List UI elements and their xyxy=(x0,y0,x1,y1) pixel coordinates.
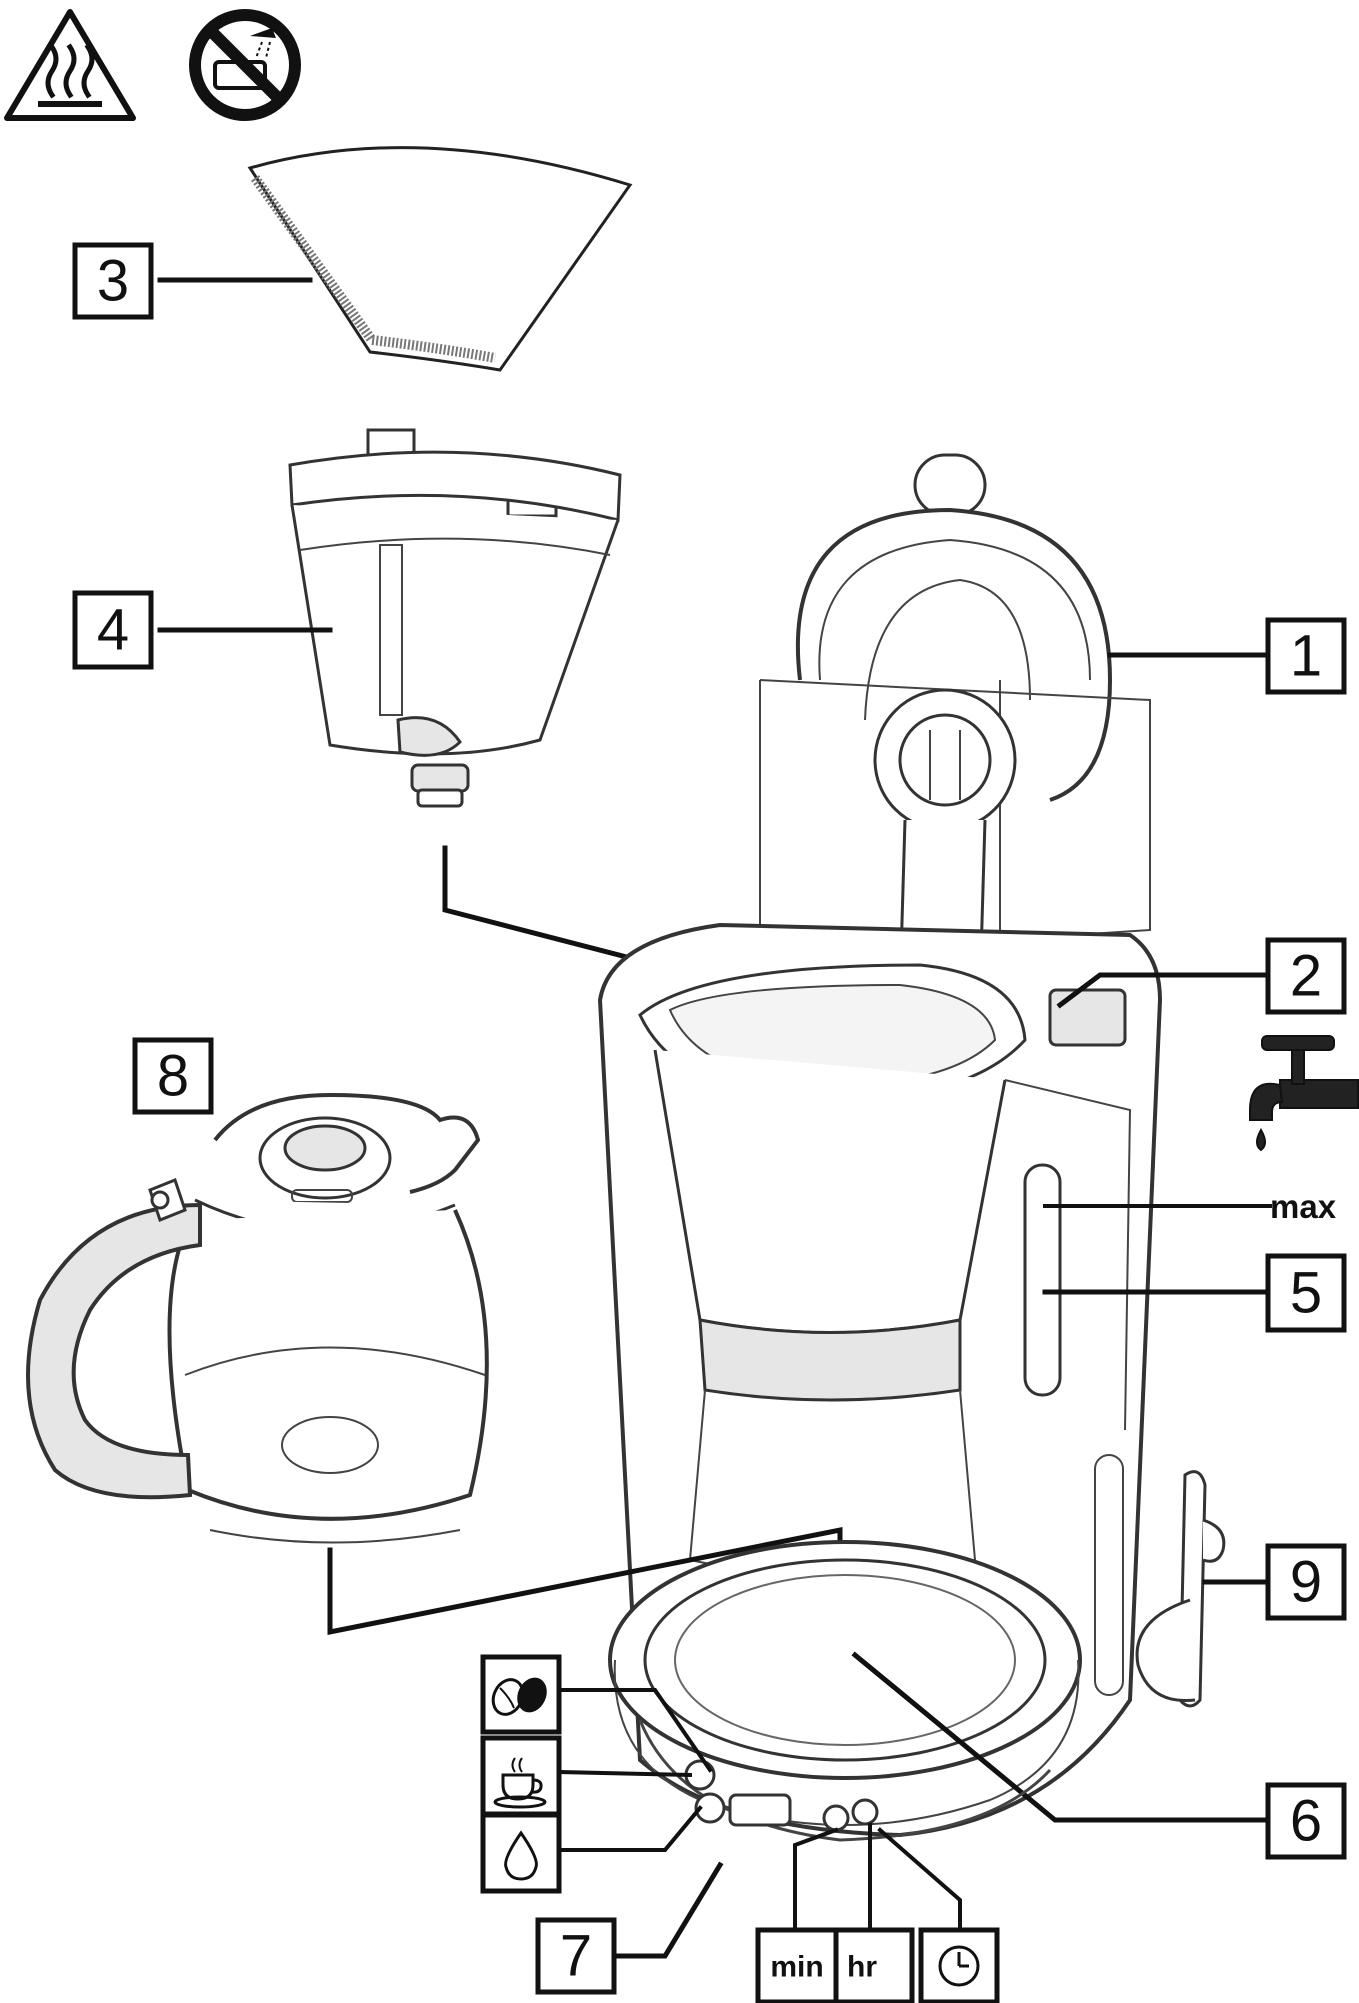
callout-7-number: 7 xyxy=(560,1924,592,1989)
coffee-cup-icon xyxy=(493,1757,547,1809)
callout-2: 2 xyxy=(1265,937,1347,1015)
callout-1: 1 xyxy=(1265,617,1347,695)
callout-7: 7 xyxy=(535,1917,617,1995)
callout-9: 9 xyxy=(1265,1543,1347,1621)
paper-filter xyxy=(247,146,633,372)
hr-label: hr xyxy=(847,1951,877,1984)
hot-surface-warning-icon xyxy=(4,9,136,121)
callout-4-number: 4 xyxy=(97,598,129,663)
callout-leader-7 xyxy=(612,1861,724,1959)
callout-4: 4 xyxy=(72,590,154,670)
water-tap-icon xyxy=(1249,1035,1359,1152)
callout-5-number: 5 xyxy=(1290,1261,1322,1326)
max-label: max xyxy=(1270,1188,1337,1225)
callout-6: 6 xyxy=(1265,1782,1347,1860)
callout-leader-2 xyxy=(1056,972,1273,1009)
water-drop-icon xyxy=(504,1830,538,1881)
drop-leader xyxy=(558,1805,703,1852)
do-not-immerse-icon xyxy=(189,9,301,121)
callout-2-number: 2 xyxy=(1290,944,1322,1009)
callout-9-number: 9 xyxy=(1290,1550,1322,1615)
clock-button-box xyxy=(918,1927,1000,2003)
callout-8: 8 xyxy=(132,1037,214,1115)
callout-1-number: 1 xyxy=(1290,624,1322,689)
clock-leader xyxy=(877,1827,962,1932)
beans-leader xyxy=(558,1688,713,1773)
callout-leader-6 xyxy=(851,1651,1273,1823)
callout-6-number: 6 xyxy=(1290,1789,1322,1854)
lid xyxy=(759,453,1151,992)
hr-button-box: hr xyxy=(833,1927,915,2003)
callout-3: 3 xyxy=(72,242,154,320)
water-drop-icon-box xyxy=(480,1812,562,1894)
cup-leader xyxy=(557,1769,693,1778)
callout-8-number: 8 xyxy=(157,1044,189,1109)
coffee-cup-icon-box xyxy=(480,1735,562,1817)
callout-3-number: 3 xyxy=(97,249,129,314)
min-label: min xyxy=(770,1951,823,1984)
filter-holder xyxy=(288,428,622,808)
callout-5: 5 xyxy=(1265,1253,1347,1333)
coffee-beans-icon xyxy=(491,1677,547,1716)
clock-icon xyxy=(938,1945,980,1987)
coffee-beans-icon-box xyxy=(480,1654,562,1735)
carafe xyxy=(26,1092,489,1544)
min-leader xyxy=(793,1827,839,1932)
measuring-spoon xyxy=(1135,1470,1226,1708)
min-button-box: min xyxy=(755,1927,839,2003)
